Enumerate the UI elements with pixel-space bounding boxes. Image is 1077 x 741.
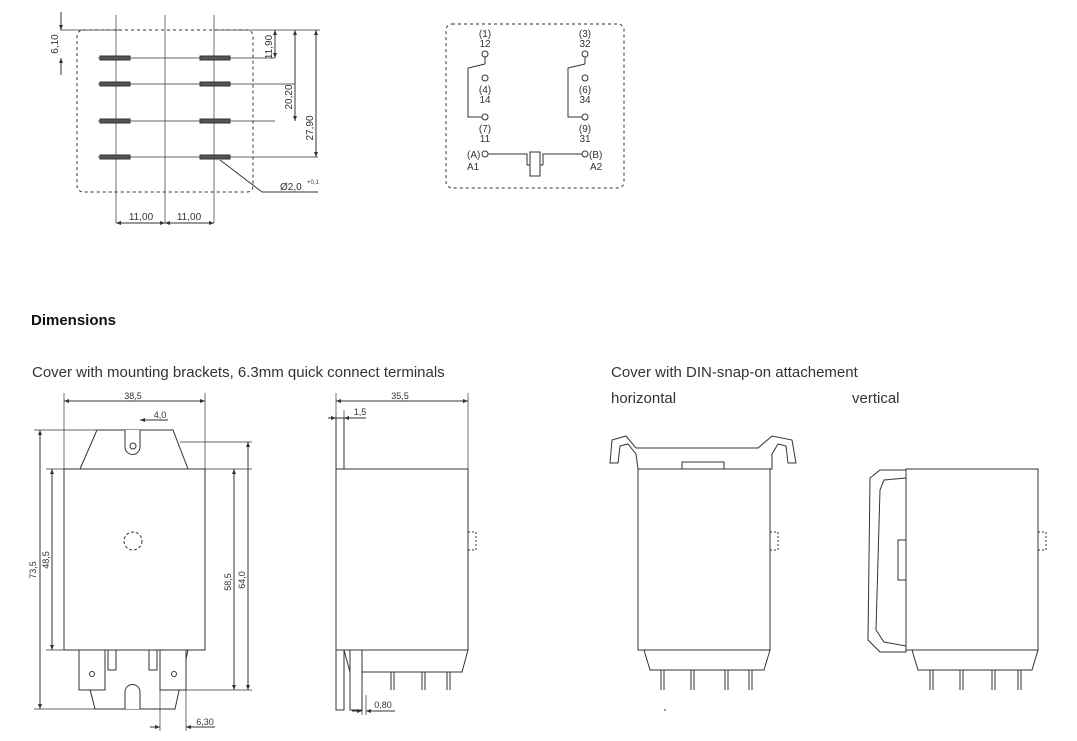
dim-38-5: 38,5: [124, 391, 142, 401]
pin-label: 32: [579, 39, 591, 50]
pin-slot: [99, 154, 131, 160]
din-clip-vertical: [867, 469, 907, 653]
pin-label: (3): [579, 29, 591, 40]
pin-label: 34: [579, 95, 591, 106]
pin-label: (B): [589, 150, 602, 161]
dim-64-0: 64,0: [237, 571, 247, 589]
dim-58-5: 58,5: [223, 573, 233, 591]
pin-label: 14: [479, 95, 491, 106]
coil-symbol: [529, 151, 541, 177]
caption-cover-brackets: Cover with mounting brackets, 6.3mm quic…: [32, 364, 445, 381]
dim-0-80: 0,80: [374, 700, 392, 710]
relay-body-din-h: [637, 468, 771, 651]
pin-slot: [99, 118, 131, 124]
pin-label: (A): [467, 150, 480, 161]
caption-vertical: vertical: [852, 390, 900, 407]
pcb-layout: [59, 12, 320, 225]
dim-48-5: 48,5: [41, 551, 51, 569]
pin-slot: [199, 154, 231, 160]
pin-label: (1): [479, 29, 491, 40]
dim-20-20: 20,20: [284, 84, 295, 109]
din-vertical-view: [867, 468, 1047, 690]
pin-label: 11: [480, 134, 491, 145]
front-view-brackets: [34, 393, 252, 731]
relay-body: [63, 468, 206, 651]
caption-din-snap: Cover with DIN-snap-on attachement: [611, 364, 858, 381]
din-clip: [609, 435, 797, 470]
relay-body-side: [335, 468, 469, 651]
pin-slot: [99, 55, 131, 61]
pin-label: (4): [479, 85, 491, 96]
relay-schematic: [445, 23, 625, 189]
pin-slot: [199, 118, 231, 124]
dim-11-90: 11,90: [264, 34, 275, 59]
din-horizontal-view: [609, 435, 797, 711]
pin-label: (9): [579, 124, 591, 135]
dim-1-5: 1,5: [354, 407, 367, 417]
pin-label: 12: [479, 39, 491, 50]
pin-label: (7): [479, 124, 491, 135]
dim-27-90: 27,90: [305, 115, 316, 140]
center-mark: [123, 531, 143, 551]
pin-label: 31: [579, 134, 591, 145]
dim-6-10: 6,10: [50, 34, 61, 54]
dim-4-0: 4,0: [154, 410, 167, 420]
pin-label: (6): [579, 85, 591, 96]
pin-label: A1: [467, 162, 480, 173]
section-title: Dimensions: [31, 312, 117, 329]
dim-73-5: 73,5: [28, 561, 38, 579]
caption-horizontal: horizontal: [611, 390, 677, 407]
pin-slot: [99, 81, 131, 87]
dim-35-5: 35,5: [391, 391, 409, 401]
pin-slot: [199, 81, 231, 87]
pin-label: A2: [590, 162, 603, 173]
dim-6-30: 6,30: [196, 717, 214, 727]
dim-11-00-right: 11,00: [177, 212, 202, 223]
dim-hole: Ø2,0: [280, 182, 302, 193]
dim-hole-tolerance: +0,1: [307, 180, 320, 186]
side-view-brackets: [328, 393, 477, 715]
relay-body-din-v: [905, 468, 1039, 651]
pin-slot: [199, 55, 231, 61]
dim-11-00-left: 11,00: [129, 212, 154, 223]
